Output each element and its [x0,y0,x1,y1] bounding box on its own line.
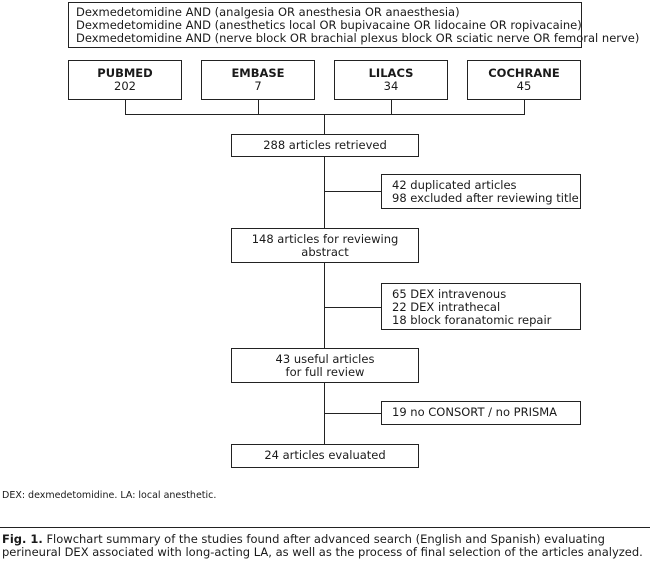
database-box-cochrane: COCHRANE 45 [467,60,581,100]
figure-caption: Fig. 1. Flowchart summary of the studies… [2,533,650,559]
abbreviations-footnote: DEX: dexmedetomidine. LA: local anesthet… [2,490,217,501]
full-review-box: 43 useful articles for full review [231,348,419,383]
retrieved-box: 288 articles retrieved [231,134,419,157]
search-term-2: Dexmedetomidine AND (anesthetics local O… [76,18,582,32]
database-name: EMBASE [231,66,285,80]
retrieved-text: 288 articles retrieved [263,138,387,152]
search-term-1: Dexmedetomidine AND (analgesia OR anesth… [76,5,460,19]
evaluated-text: 24 articles evaluated [264,448,386,462]
database-name: COCHRANE [488,66,560,80]
exclusion-box-2: 65 DEX intravenous 22 DEX intrathecal 18… [381,283,581,330]
connector-lilacs [391,100,392,114]
database-count: 34 [383,79,399,93]
exclusion-box-3: 19 no CONSORT / no PRISMA [381,401,581,425]
database-count: 7 [254,79,262,93]
connector-merge-line [125,114,525,115]
database-box-lilacs: LILACS 34 [334,60,448,100]
connector-to-retrieved [324,114,325,134]
connector-cochrane [524,100,525,114]
database-name: PUBMED [97,66,153,80]
database-box-embase: EMBASE 7 [201,60,315,100]
abstract-review-text-1: 148 articles for reviewing [251,232,399,246]
flow-line-1 [324,157,325,228]
abstract-review-box: 148 articles for reviewing abstract [231,228,419,263]
evaluated-box: 24 articles evaluated [231,444,419,468]
exclusion-item: 98 excluded after reviewing title [392,191,579,205]
database-box-pubmed: PUBMED 202 [68,60,182,100]
connector-pubmed [125,100,126,114]
search-term-3: Dexmedetomidine AND (nerve block OR brac… [76,31,640,45]
exclusion-item: 18 block foranatomic repair [392,313,552,327]
abstract-review-text-2: abstract [301,245,349,259]
exclusion-box-1: 42 duplicated articles 98 excluded after… [381,174,581,209]
flow-line-2 [324,263,325,348]
figure-caption-text: Flowchart summary of the studies found a… [2,532,643,559]
full-review-text-1: 43 useful articles [275,352,375,366]
caption-divider [0,527,650,528]
database-count: 45 [516,79,532,93]
full-review-text-2: for full review [285,365,365,379]
database-count: 202 [114,79,136,93]
branch-line-2 [324,307,381,308]
branch-line-3 [324,413,381,414]
connector-embase [258,100,259,114]
database-name: LILACS [368,66,414,80]
exclusion-item: 42 duplicated articles [392,178,517,192]
exclusion-item: 19 no CONSORT / no PRISMA [392,405,558,419]
exclusion-item: 65 DEX intravenous [392,287,507,301]
branch-line-1 [324,191,381,192]
search-terms-box: Dexmedetomidine AND (analgesia OR anesth… [68,2,640,48]
figure-label: Fig. 1. [2,532,43,546]
exclusion-item: 22 DEX intrathecal [392,300,501,314]
